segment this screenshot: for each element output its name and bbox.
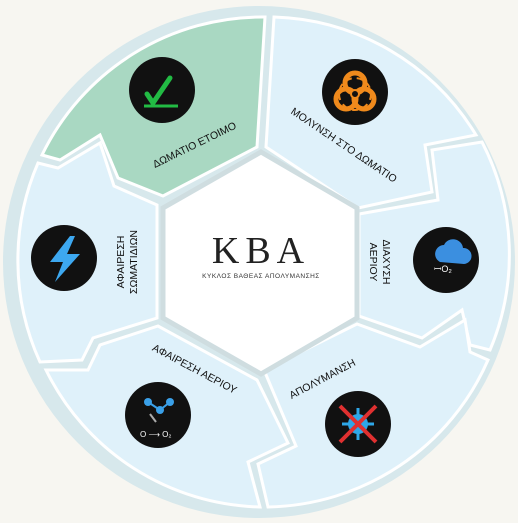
molecule-icon: O ⟶ O₂ — [125, 382, 191, 448]
svg-text:ꟷO₂: ꟷO₂ — [434, 264, 452, 274]
biohazard-icon — [322, 59, 388, 125]
label-particle-removal-line1: ΑΦΑΙΡΕΣΗ — [115, 236, 127, 289]
lightning-icon — [31, 225, 97, 291]
center-title: KBA — [212, 230, 310, 272]
label-particle-removal-line2: ΣΩΜΑΤΙΔΙΩΝ — [128, 230, 140, 294]
center-hexagon — [160, 149, 360, 377]
crossed-virus-icon — [325, 391, 391, 457]
center-subtitle: ΚΥΚΛΟΣ ΒΑΘΕΑΣ ΑΠΟΛΥΜΑΝΣΗΣ — [202, 273, 320, 280]
svg-text:O ⟶ O₂: O ⟶ O₂ — [140, 430, 171, 439]
gas-cloud-icon: ꟷO₂ — [413, 227, 479, 293]
label-gas-diffusion-line1: ΔΙΑΧΥΣΗ — [380, 239, 392, 284]
checkmark-icon — [129, 57, 195, 123]
label-gas-diffusion-line2: ΑΕΡΙΟΥ — [367, 243, 379, 282]
